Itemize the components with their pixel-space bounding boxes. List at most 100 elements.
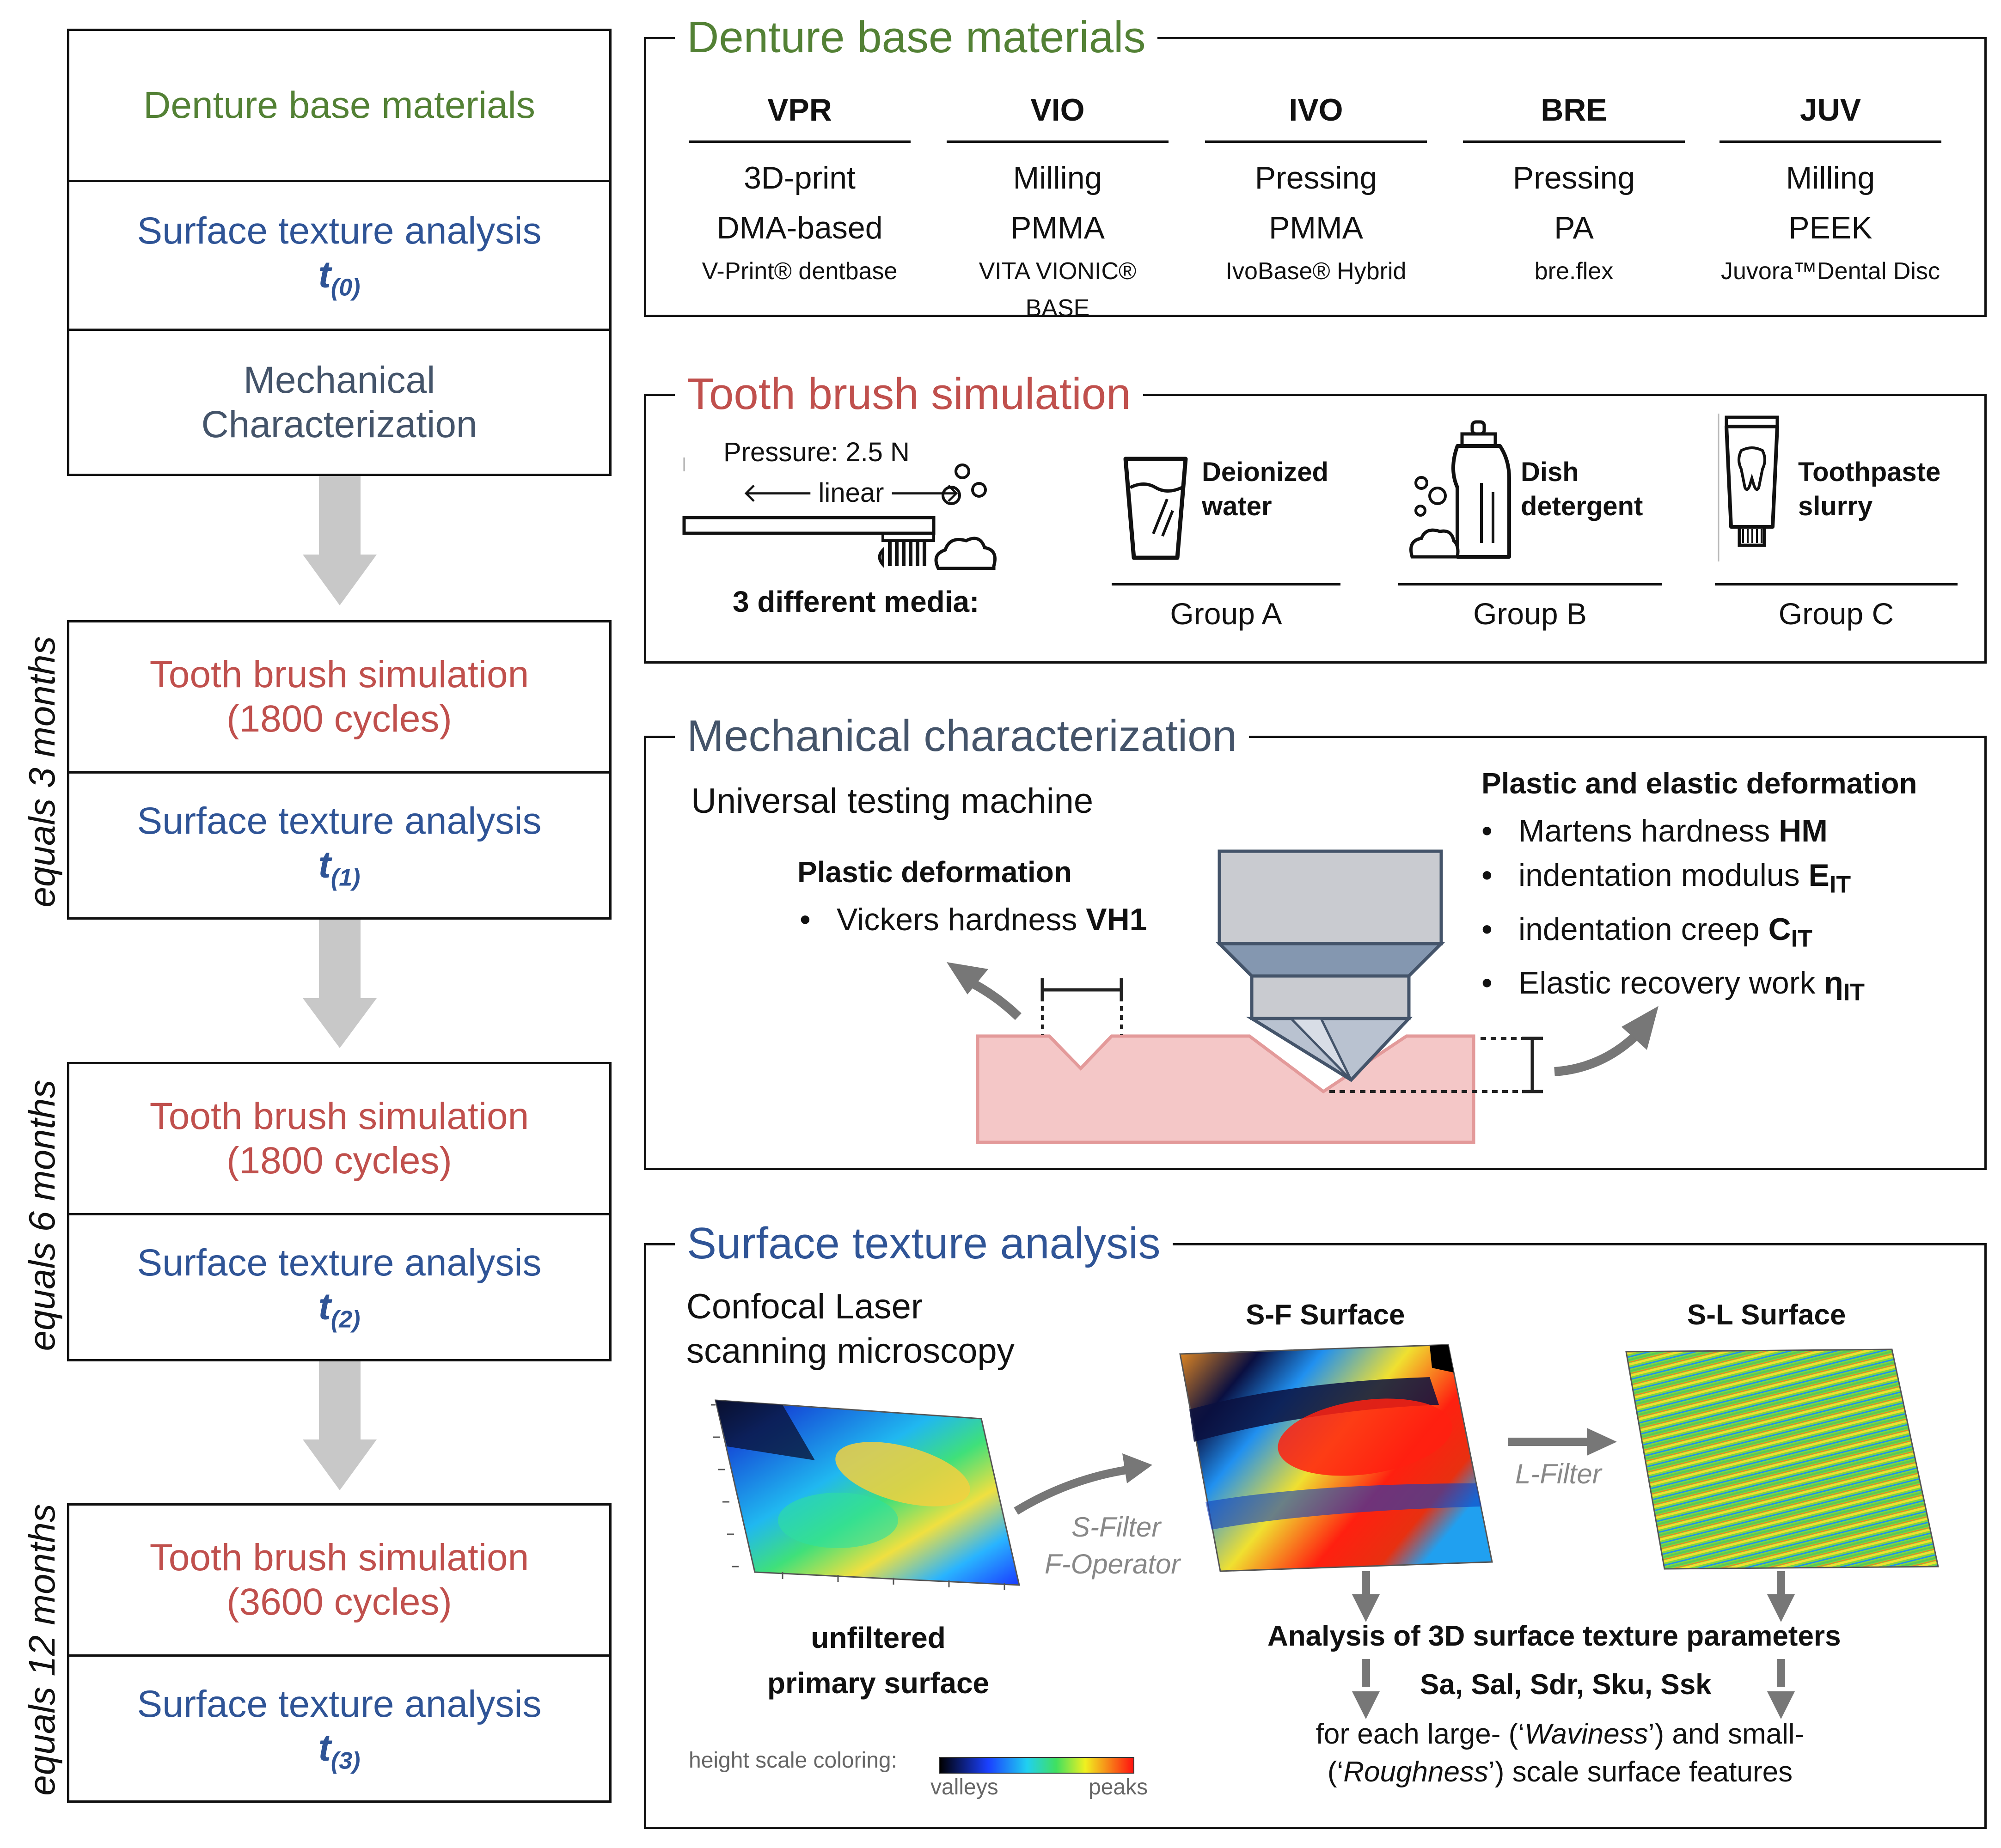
- material-divider: [1205, 140, 1427, 143]
- sl-surface-map: [1625, 1348, 1939, 1570]
- clsm-line2: scanning microscopy: [686, 1331, 1015, 1371]
- flow-cell-surface-t0: Surface texture analysis t(0): [69, 180, 609, 329]
- medium-line1: Deionized: [1202, 457, 1328, 487]
- clsm-label: Confocal Laser scanning microscopy: [686, 1285, 1015, 1373]
- clsm-line1: Confocal Laser: [686, 1287, 923, 1326]
- flow-cell-surface-t3: Surface texture analysis t(3): [69, 1654, 609, 1800]
- medium-line2: detergent: [1521, 491, 1643, 521]
- group-c-divider: [1715, 583, 1958, 586]
- f-operator-label: F-Operator: [1045, 1549, 1181, 1580]
- flow-box-3-months: Tooth brush simulation (1800 cycles) Sur…: [67, 620, 612, 920]
- flow-mech-line1: Mechanical: [243, 359, 435, 401]
- plastic-item-vickers: Vickers hardness VH1: [795, 897, 1147, 942]
- material-product: bre.flex: [1534, 258, 1614, 285]
- curved-arrow-right-icon: [1554, 1032, 1639, 1076]
- group-c-medium: Toothpaste slurry: [1798, 455, 1940, 524]
- scale-label: height scale coloring:: [689, 1748, 897, 1773]
- flow-cell-surface-t2: Surface texture analysis t(2): [69, 1213, 609, 1359]
- down-arrow-icon: [303, 476, 377, 1490]
- mech-title: Mechanical characterization: [675, 711, 1249, 762]
- pressure-label: Pressure: 2.5 N: [723, 437, 910, 467]
- description-label: for each large- (‘Waviness’) and small- …: [1248, 1715, 1872, 1791]
- material-product: IvoBase® Hybrid: [1225, 258, 1407, 285]
- flow-surface-label: Surface texture analysis: [137, 210, 542, 252]
- group-c-label: Group C: [1778, 597, 1894, 631]
- peaks-label: peaks: [1089, 1775, 1148, 1799]
- material-type: DMA-based: [716, 210, 883, 245]
- flow-surface-label: Surface texture analysis: [137, 1683, 542, 1726]
- toothpaste-icon: [1718, 414, 1779, 561]
- material-column-vio: VIO Milling PMMA VITA VIONIC® BASE: [947, 88, 1169, 327]
- flow-cell-brush-1: Tooth brush simulation (1800 cycles): [69, 622, 609, 771]
- material-code: JUV: [1799, 92, 1861, 128]
- flow-box-12-months: Tooth brush simulation (3600 cycles) Sur…: [67, 1503, 612, 1803]
- indenter-body: [1218, 849, 1443, 945]
- params-label: Sa, Sal, Sdr, Sku, Ssk: [1420, 1669, 1712, 1701]
- group-a-divider: [1112, 583, 1340, 586]
- side-label-12-months: equals 12 months: [21, 1504, 62, 1796]
- flow-cell-mechanical: Mechanical Characterization: [69, 329, 609, 474]
- linear-label: 🡐linear🡒: [742, 476, 961, 508]
- glass-icon: [1123, 457, 1188, 560]
- surface-title: Surface texture analysis: [675, 1218, 1173, 1269]
- unfiltered-line1: unfiltered: [811, 1621, 946, 1654]
- flow-time-label: t(1): [318, 844, 361, 891]
- flow-cycles-label: (1800 cycles): [226, 1140, 452, 1182]
- flow-materials-label: Denture base materials: [143, 84, 535, 126]
- plastic-list: Vickers hardness VH1: [795, 897, 1147, 942]
- pe-item-recovery: Elastic recovery work ηIT: [1477, 961, 1865, 1015]
- flow-time-label: t(3): [318, 1727, 361, 1775]
- surface-maps: [711, 1344, 1939, 1774]
- material-code: VPR: [767, 92, 832, 128]
- l-filter-label: L-Filter: [1515, 1458, 1602, 1489]
- detergent-bottle-icon: [1409, 420, 1511, 559]
- flow-cell-brush-3: Tooth brush simulation (3600 cycles): [69, 1506, 609, 1654]
- pe-list: Martens hardness HM indentation modulus …: [1477, 809, 1865, 1015]
- flow-box-initial: Denture base materials Surface texture a…: [67, 29, 612, 476]
- pe-item-modulus: indentation modulus EIT: [1477, 853, 1865, 907]
- specimen-block: [976, 1034, 1475, 1144]
- flow-surface-label: Surface texture analysis: [137, 1242, 542, 1284]
- flow-time-label: t(0): [318, 254, 361, 301]
- sf-surface-label: S-F Surface: [1246, 1299, 1405, 1331]
- sf-surface-map: [1179, 1344, 1493, 1572]
- flow-mech-line2: Characterization: [201, 403, 477, 445]
- indentation-diagram: [947, 849, 1658, 1144]
- indenter-taper: [1215, 942, 1445, 978]
- description-line1: for each large- (‘Waviness’) and small-: [1316, 1718, 1805, 1750]
- indenter-shaft: [1250, 974, 1411, 1020]
- material-column-vpr: VPR 3D-print DMA-based V-Print® dentbase: [689, 88, 911, 290]
- pe-item-creep: indentation creep CIT: [1477, 907, 1865, 961]
- material-type: PEEK: [1788, 210, 1872, 245]
- media-label: 3 different media:: [733, 585, 979, 618]
- s-filter-arrow-icon: [1014, 1465, 1130, 1515]
- description-line2: (‘Roughness’) scale surface features: [1327, 1756, 1793, 1788]
- pe-title: Plastic and elastic deformation: [1481, 767, 1917, 800]
- side-label-6-months: equals 6 months: [21, 1080, 62, 1351]
- analysis-label: Analysis of 3D surface texture parameter…: [1267, 1620, 1841, 1652]
- material-type: PMMA: [1010, 210, 1105, 245]
- s-filter-label: S-Filter: [1071, 1512, 1161, 1543]
- flow-box-6-months: Tooth brush simulation (1800 cycles) Sur…: [67, 1062, 612, 1361]
- flow-cycles-label: (3600 cycles): [226, 1581, 452, 1623]
- brush-title: Tooth brush simulation: [675, 369, 1143, 420]
- flow-brush-label: Tooth brush simulation: [149, 1095, 529, 1137]
- flow-cell-materials: Denture base materials: [69, 31, 609, 180]
- arrow-left-icon: 🡐: [742, 478, 814, 508]
- curved-arrow-left-icon: [965, 976, 1022, 1020]
- material-column-ivo: IVO Pressing PMMA IvoBase® Hybrid: [1205, 88, 1427, 290]
- height-scale-bar: [939, 1757, 1134, 1774]
- flow-cell-surface-t1: Surface texture analysis t(1): [69, 771, 609, 917]
- material-column-juv: JUV Milling PEEK Juvora™Dental Disc: [1720, 88, 1941, 290]
- group-a-medium: Deionized water: [1202, 455, 1328, 524]
- medium-line2: slurry: [1798, 491, 1873, 521]
- flow-cycles-label: (1800 cycles): [226, 698, 452, 740]
- group-b-divider: [1398, 583, 1662, 586]
- material-process: Pressing: [1512, 160, 1635, 195]
- flow-brush-label: Tooth brush simulation: [149, 653, 529, 695]
- material-column-bre: BRE Pressing PA bre.flex: [1463, 88, 1685, 290]
- machine-label: Universal testing machine: [691, 781, 1094, 821]
- linear-text: linear: [818, 478, 884, 508]
- group-a-label: Group A: [1170, 597, 1282, 631]
- material-type: PMMA: [1269, 210, 1363, 245]
